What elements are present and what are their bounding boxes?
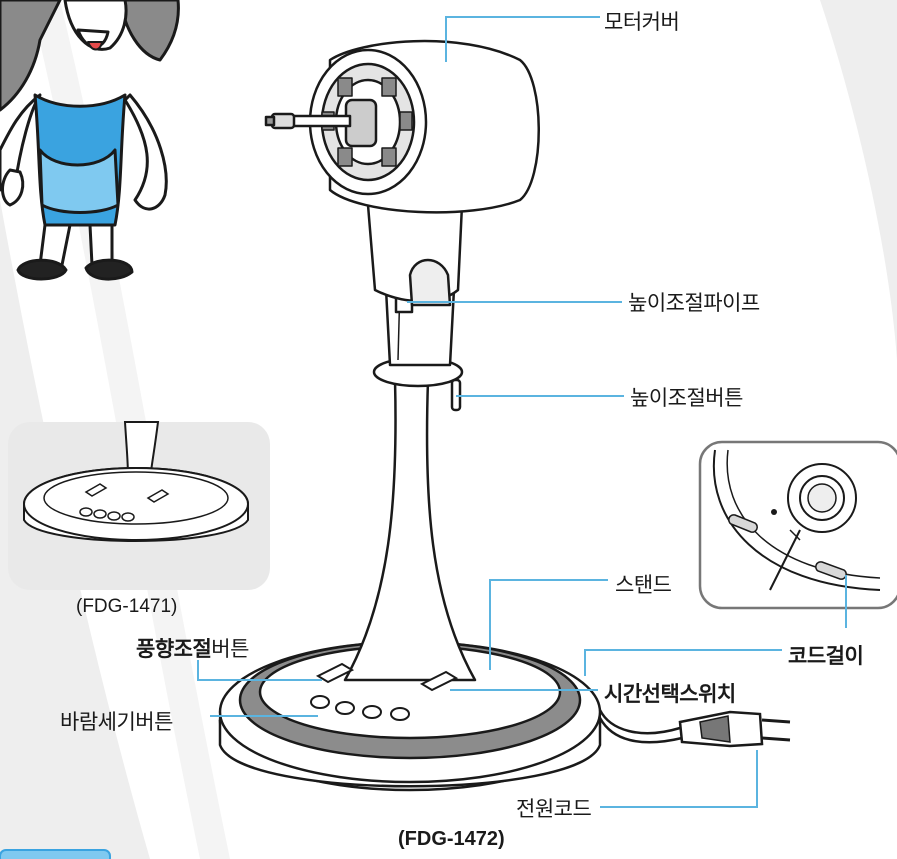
- label-swing-button-rest: 버튼: [211, 637, 249, 661]
- main-base-controls: [310, 662, 459, 721]
- label-swing-button: 풍향조절버튼: [136, 633, 249, 663]
- label-timer-switch: 시간선택스위치: [604, 682, 736, 706]
- caption-small-model: (FDG-1471): [76, 596, 178, 617]
- label-height-pipe: 높이조절파이프: [628, 291, 760, 315]
- caption-main-model: (FDG-1472): [398, 828, 505, 850]
- label-swing-button-bold: 풍향조절: [136, 637, 212, 661]
- cartoon-woman-illustration: [0, 0, 180, 281]
- speed-button-4: [390, 707, 410, 721]
- main-fan-illustration: [218, 39, 602, 792]
- timer-knob: [419, 670, 459, 692]
- label-motor-cover: 모터커버: [604, 10, 680, 34]
- leader-lines: [197, 16, 847, 808]
- corner-tab: [0, 849, 111, 859]
- speed-button-1: [310, 695, 330, 709]
- label-height-button: 높이조절버튼: [630, 386, 743, 410]
- small-model-panel: [8, 421, 270, 590]
- leader-cord-hook-main: [584, 649, 782, 676]
- leader-swing: [197, 660, 322, 681]
- swing-knob: [315, 662, 355, 684]
- label-speed-button: 바람세기버튼: [60, 710, 173, 734]
- label-power-cord: 전원코드: [516, 797, 592, 821]
- power-cord-illustration: [598, 709, 791, 748]
- speed-button-3: [362, 705, 382, 719]
- leader-stand: [489, 579, 608, 670]
- leader-power: [600, 750, 758, 808]
- leader-motor-cover: [445, 16, 600, 62]
- cord-hook-inset: [698, 440, 897, 610]
- label-cord-hook: 코드걸이: [788, 644, 864, 668]
- label-stand: 스탠드: [615, 573, 672, 597]
- speed-button-2: [335, 701, 355, 715]
